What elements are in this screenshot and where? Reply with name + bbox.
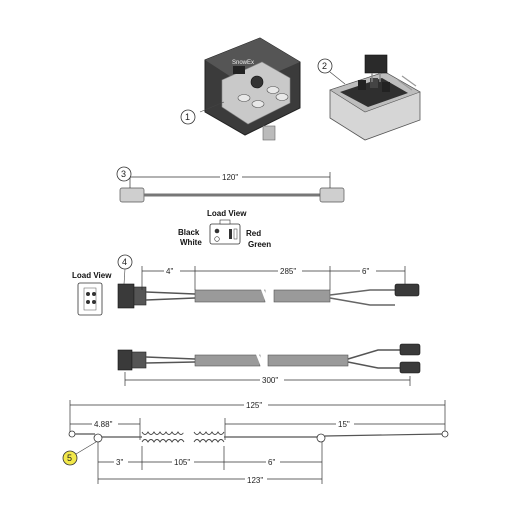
cable-5: 125" 4.88" 15" 3" 105" 6" xyxy=(68,399,449,485)
coil-right xyxy=(193,431,225,443)
control-module xyxy=(329,54,421,141)
svg-text:1: 1 xyxy=(185,112,190,122)
coil-left xyxy=(141,431,185,443)
cable4-load-view-title: Load View xyxy=(72,271,112,280)
cable3-length: 120" xyxy=(222,173,238,182)
cable5-dim-e: 6" xyxy=(268,458,275,467)
svg-text:2: 2 xyxy=(322,61,327,71)
svg-text:3: 3 xyxy=(121,169,126,179)
svg-text:4: 4 xyxy=(122,257,127,267)
callout-4: 4 xyxy=(117,254,133,285)
callout-5-highlight xyxy=(62,450,78,466)
callout-1: 1 xyxy=(180,109,196,125)
remote-strain-relief xyxy=(262,125,276,141)
cable5-dim-d: 105" xyxy=(174,458,190,467)
pin-red: Red xyxy=(246,229,261,238)
callout-5: 5 xyxy=(62,441,97,466)
remote-button xyxy=(237,94,251,102)
cable4-dim-left: 4" xyxy=(166,267,173,276)
pin-white: White xyxy=(180,238,202,247)
cable5-dim-b: 15" xyxy=(338,420,350,429)
cable-y-length: 300" xyxy=(262,376,278,385)
remote-dial xyxy=(250,75,264,89)
callout-2: 2 xyxy=(317,58,333,74)
cable5-overall: 125" xyxy=(246,401,262,410)
cable-4: Load View 4" 285" 6" xyxy=(72,264,420,316)
remote-brand: SnowEx xyxy=(232,60,254,66)
remote-button xyxy=(275,93,289,101)
module-connector xyxy=(364,54,388,74)
remote-controller: SnowEx xyxy=(199,37,301,141)
connector-top xyxy=(394,283,420,297)
svg-text:5: 5 xyxy=(67,453,72,463)
cable5-dim-c: 3" xyxy=(116,458,123,467)
cable5-dim-a: 4.88" xyxy=(94,420,113,429)
load-view-pins: Load View Black White Red Green xyxy=(178,209,271,249)
cable-y-harness: 300" xyxy=(117,343,421,386)
remote-display xyxy=(233,66,245,74)
connector-left xyxy=(119,187,145,203)
pin-black: Black xyxy=(178,228,200,237)
connector-right xyxy=(319,187,345,203)
cable-3: 120" xyxy=(119,170,345,203)
plug-housing xyxy=(117,283,135,309)
load-view-title: Load View xyxy=(207,209,247,218)
cable5-dim-f: 123" xyxy=(247,476,263,485)
remote-button xyxy=(251,100,265,108)
pin-green: Green xyxy=(248,240,271,249)
remote-button xyxy=(266,86,280,94)
callout-3: 3 xyxy=(116,166,132,182)
cable4-dim-mid: 285" xyxy=(280,267,296,276)
cable4-dim-right: 6" xyxy=(362,267,369,276)
